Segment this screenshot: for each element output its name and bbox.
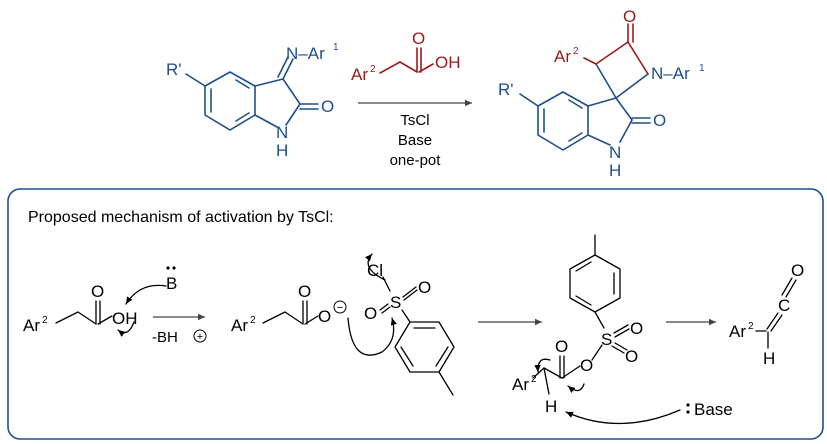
- plus-charge-sign: +: [197, 331, 203, 343]
- acid-reagent-structure: O OH Ar 2: [351, 29, 461, 84]
- imine-ar-superscript: 1: [333, 42, 339, 53]
- step1-oh-label: OH: [112, 309, 138, 328]
- step3-ar-superscript: 2: [531, 374, 537, 385]
- minus-charge-sign: −: [337, 302, 343, 314]
- base-lone-pair-dot: [686, 410, 690, 414]
- step1-byproduct-label: -BH: [152, 329, 178, 346]
- base-lone-pair-dot: [686, 403, 690, 407]
- step3-carbonyl-o-label: O: [555, 337, 568, 356]
- base-lone-pair-dot: [166, 266, 170, 270]
- mechanism-step1-acid: O OH Ar 2 B: [23, 266, 177, 337]
- step3-s-o-label-2: O: [625, 347, 638, 366]
- imine-nh-n-label: N: [276, 123, 288, 142]
- mechanism-step2-carboxylate: O O − Ar 2: [231, 282, 347, 335]
- step2-ar-superscript: 2: [250, 315, 256, 326]
- product-ar2-label: Ar: [554, 47, 571, 66]
- mechanism-title: Proposed mechanism of activation by TsCl…: [28, 209, 334, 226]
- ketene-c-label: C: [778, 296, 790, 315]
- condition-base: Base: [398, 132, 432, 149]
- carbonyl-electron-arrow: [534, 358, 551, 373]
- plus-charge-circle: [193, 329, 207, 343]
- mechanism-box: [7, 188, 824, 440]
- imine-nh-h-label: H: [276, 141, 288, 160]
- chloride-leaving-arrow: [365, 253, 386, 281]
- condition-one-pot: one-pot: [390, 152, 442, 169]
- base-lone-pair-dot: [172, 266, 176, 270]
- product-ar2-superscript: 2: [573, 46, 579, 57]
- ketene-ar-label: Ar: [729, 322, 746, 341]
- leaving-group-arrow: [567, 383, 585, 393]
- product-oxindole-o-label: O: [653, 111, 666, 130]
- tscl-s-label: S: [390, 293, 401, 312]
- step3-s-o-label-1: O: [630, 319, 643, 338]
- ketene-h-label: H: [763, 349, 775, 368]
- product-nh-n-label: N: [609, 143, 621, 162]
- ketene-structure: Ar 2 C O H: [729, 261, 804, 368]
- step1-base-label: B: [166, 274, 177, 293]
- product-lactam-o-label: O: [623, 7, 636, 26]
- isatin-imine-structure: R' N–Ar 1 O N H: [166, 42, 339, 160]
- step3-ar-label: Ar: [512, 375, 529, 394]
- step1-ar-superscript: 2: [42, 315, 48, 326]
- imine-n-ar-label: N–Ar: [286, 44, 325, 63]
- imine-r-prime-label: R': [166, 60, 182, 79]
- ketene-o-label: O: [791, 261, 804, 280]
- acid-ar-superscript: 2: [370, 64, 376, 75]
- oh-bond-arrow: [117, 321, 135, 337]
- tscl-o-label-2: O: [364, 304, 377, 323]
- step2-ar-label: Ar: [231, 316, 248, 335]
- ketene-ar-superscript: 2: [748, 321, 754, 332]
- minus-charge-circle: [333, 300, 347, 314]
- product-n-ar-label: N–Ar: [651, 64, 690, 83]
- acid-oh-label: OH: [435, 53, 461, 72]
- condition-reagent: TsCl: [400, 112, 429, 129]
- acid-ar-label: Ar: [351, 65, 368, 84]
- step3-ester-o-label: O: [580, 356, 593, 375]
- mechanism-step3-anhydride: S O O O O Ar 2 H Base: [512, 234, 733, 425]
- step3-base-label: Base: [694, 400, 733, 419]
- acid-carbonyl-o-label: O: [412, 29, 425, 48]
- step2-carbonyl-o-label: O: [298, 282, 311, 301]
- imine-carbonyl-o-label: O: [321, 97, 334, 116]
- product-nh-h-label: H: [609, 161, 621, 180]
- step2-carboxylate-o-label: O: [318, 307, 331, 326]
- deprotonation-arrow: [565, 409, 681, 425]
- product-r-prime-label: R': [498, 80, 514, 99]
- step3-s-label: S: [601, 330, 612, 349]
- step1-ar-label: Ar: [23, 316, 40, 335]
- spiro-product-structure: Ar 2 O N–Ar 1 R' O N H: [498, 7, 705, 180]
- step1-carbonyl-o-label: O: [91, 282, 104, 301]
- base-attack-arrow: [125, 284, 167, 305]
- tscl-o-label-1: O: [418, 278, 431, 297]
- nucleophilic-attack-arrow: [347, 317, 397, 356]
- step3-h-label: H: [545, 397, 557, 416]
- tscl-cl-label: Cl: [367, 261, 383, 280]
- product-ar1-superscript: 1: [699, 63, 705, 74]
- tscl-structure: Cl S O O: [347, 253, 455, 396]
